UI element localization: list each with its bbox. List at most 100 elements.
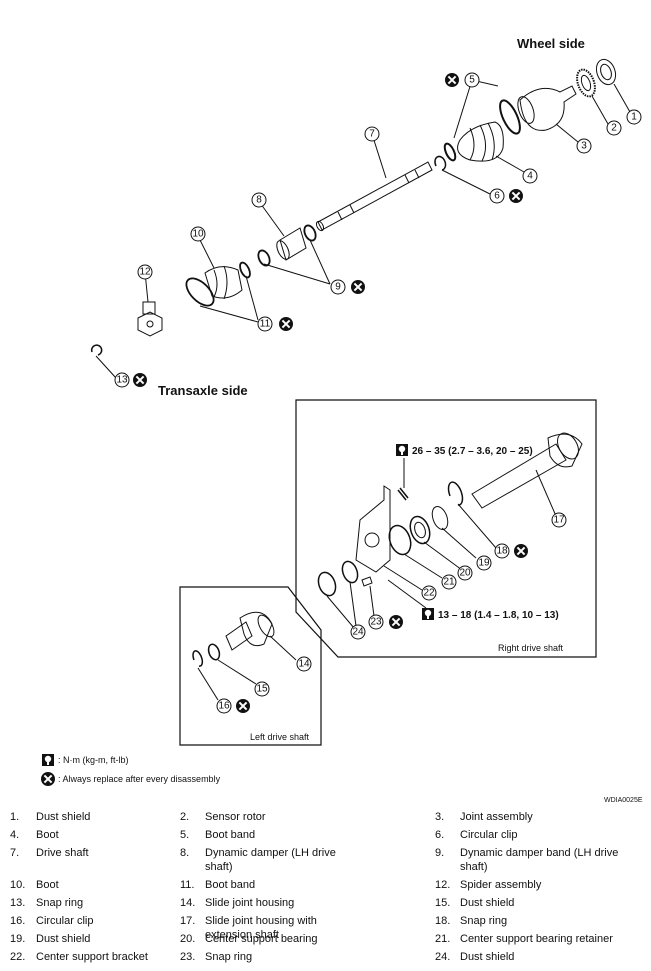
callout-17: 17 [553, 515, 565, 526]
part-number: 3. [435, 811, 445, 823]
replace-icon [444, 72, 460, 88]
part-number: 13. [10, 897, 26, 909]
part-label: Circular clip [460, 829, 518, 841]
part-label: Center support bearing [205, 933, 318, 945]
part-number: 8. [180, 847, 190, 859]
part-number: 5. [180, 829, 190, 841]
callout-21: 21 [443, 577, 455, 588]
callout-24: 24 [352, 627, 364, 638]
callout-8: 8 [256, 195, 262, 206]
snap-ring-part [90, 344, 103, 356]
callout-4: 4 [527, 171, 533, 182]
callout-12: 12 [139, 267, 151, 278]
part-label: Boot [36, 829, 59, 841]
part-number: 14. [180, 897, 196, 909]
part-label: Slide joint housing with extension shaft [205, 915, 317, 941]
part-number: 21. [435, 933, 451, 945]
callout-16: 16 [218, 701, 230, 712]
boot-part [457, 121, 504, 162]
right-drive-shaft-caption: Right drive shaft [498, 643, 564, 653]
torque-wrench-icon [396, 444, 408, 456]
part-number: 16. [10, 915, 26, 927]
part-number: 17. [180, 915, 196, 927]
callout-20: 20 [459, 568, 471, 579]
part-label: Circular clip [36, 915, 94, 927]
replace-icon [132, 372, 148, 388]
torque-wrench-icon [422, 608, 434, 620]
part-label: Joint assembly [460, 811, 533, 823]
part-label: Dynamic damper (LH drive shaft) [205, 847, 336, 873]
callout-10: 10 [192, 229, 204, 240]
callout-13: 13 [116, 375, 128, 386]
upper-assembly [90, 58, 631, 379]
replace-icon [388, 614, 404, 630]
part-number: 4. [10, 829, 20, 841]
callout-23: 23 [370, 617, 382, 628]
part-label: Center support bearing retainer [460, 933, 613, 945]
part-label: Snap ring [460, 915, 508, 927]
part-label: Dust shield [460, 951, 515, 963]
callouts [114, 72, 642, 714]
callout-7: 7 [369, 129, 375, 140]
wheel-side-heading: Wheel side [517, 36, 585, 51]
legend-torque-icon [42, 754, 54, 766]
part-number: 19. [10, 933, 26, 945]
joint-assembly-part [519, 85, 577, 131]
part-number: 11. [180, 879, 195, 891]
part-label: Boot band [205, 829, 256, 841]
part-label: Dust shield [36, 933, 91, 945]
legend-replace-text: : Always replace after every disassembly [58, 774, 221, 784]
callout-22: 22 [423, 588, 435, 599]
callout-19: 19 [478, 558, 490, 569]
slide-joint-housing-part [225, 621, 253, 651]
legend-torque-text: : N·m (kg-m, ft-lb) [58, 755, 129, 765]
replace-icon [508, 188, 524, 204]
callout-2: 2 [611, 123, 617, 134]
part-number: 24. [435, 951, 451, 963]
replace-icon [350, 279, 366, 295]
callout-1: 1 [631, 112, 637, 123]
sensor-rotor-part [576, 68, 596, 98]
boot-part-inner [204, 266, 243, 299]
boot-band-part [499, 99, 521, 135]
callout-18: 18 [496, 546, 508, 557]
center-support-bracket-part [355, 485, 391, 573]
part-number: 12. [435, 879, 451, 891]
part-label: Slide joint housing [205, 897, 295, 909]
callout-11: 11 [260, 319, 271, 330]
replace-icon [235, 698, 251, 714]
part-label: Dynamic damper band (LH drive shaft) [460, 847, 619, 873]
part-label: Dust shield [36, 811, 91, 823]
part-number: 18. [435, 915, 451, 927]
right-drive-shaft-inset [295, 399, 597, 658]
transaxle-side-heading: Transaxle side [158, 383, 248, 398]
dust-shield-part [595, 58, 617, 86]
drive-shaft-part [317, 161, 433, 231]
part-number: 1. [10, 811, 20, 823]
callout-15: 15 [256, 684, 268, 695]
callout-6: 6 [494, 191, 500, 202]
torque-spec-lower: 13 – 18 (1.4 – 1.8, 10 – 13) [438, 610, 559, 621]
part-number: 6. [435, 829, 445, 841]
exploded-drive-shaft-diagram: 1 2 3 4 5 6 7 8 9 10 11 12 13 14 15 16 1… [40, 36, 642, 787]
part-number: 2. [180, 811, 190, 823]
part-label: Sensor rotor [205, 811, 266, 823]
part-label: Center support bracket [36, 951, 148, 963]
spider-assembly-part [137, 311, 163, 337]
callout-5: 5 [469, 75, 475, 86]
callout-14: 14 [298, 659, 310, 670]
legend-replace-icon [40, 771, 56, 787]
part-label: Dust shield [460, 897, 515, 909]
torque-spec-upper: 26 – 35 (2.7 – 3.6, 20 – 25) [412, 446, 533, 457]
callout-9: 9 [335, 282, 341, 293]
replace-icon [278, 316, 294, 332]
part-label: Snap ring [205, 951, 253, 963]
part-number: 9. [435, 847, 445, 859]
replace-icon [513, 543, 529, 559]
figure-code: WDIA0025E [604, 797, 643, 804]
part-label: Spider assembly [460, 879, 542, 891]
part-label: Boot [36, 879, 59, 891]
callout-3: 3 [581, 141, 587, 152]
part-number: 10. [10, 879, 26, 891]
part-number: 22. [10, 951, 26, 963]
